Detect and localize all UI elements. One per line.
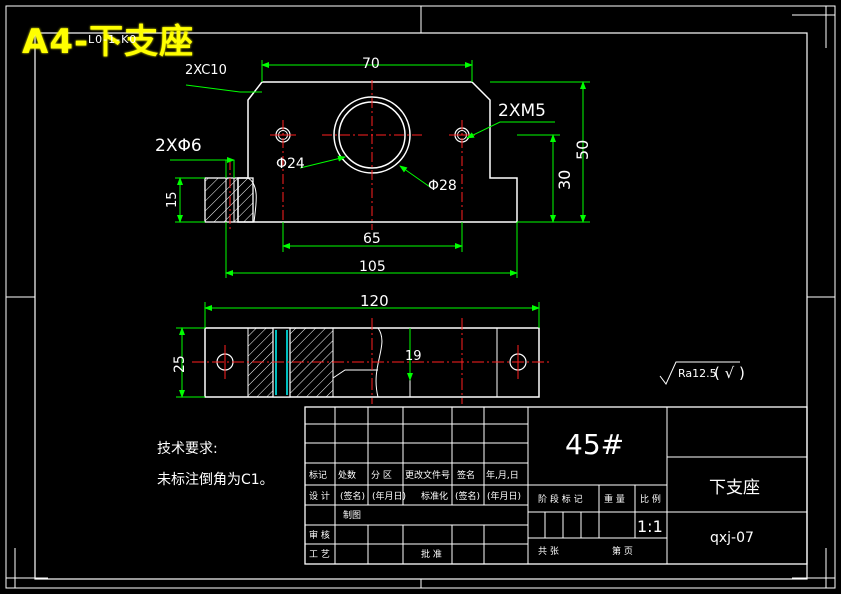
notes-line1: 未标注倒角为C1。 xyxy=(157,472,274,488)
dim-holes: 2XΦ6 xyxy=(155,136,202,156)
label-doc: 更改文件号 xyxy=(405,469,450,481)
label-design: 设 计 xyxy=(309,490,330,502)
dim-plan-width: 120 xyxy=(360,292,389,310)
label-date: 年,月,日 xyxy=(486,469,519,481)
dim-height-bore: 30 xyxy=(555,170,574,190)
top-dimensions xyxy=(176,302,540,398)
label-sign: 签名 xyxy=(457,469,475,481)
sheet-title: A4-下支座 L0-1-K0 xyxy=(22,22,194,62)
roughness-paren: ( √ ) xyxy=(714,364,745,382)
dim-threads: 2XM5 xyxy=(498,101,546,121)
sheet-title-overlap: L0-1-K0 xyxy=(88,33,138,46)
label-zone: 分 区 xyxy=(371,470,392,481)
dim-plan-slot: 19 xyxy=(405,349,422,364)
dim-height-foot: 15 xyxy=(165,191,180,208)
front-dim-text: 70 2XC10 2XM5 2XΦ6 Φ24 Φ28 65 105 50 30 … xyxy=(155,56,592,275)
scale-value: 1:1 xyxy=(637,517,663,536)
dim-base-width: 105 xyxy=(359,259,386,275)
dim-height-total: 50 xyxy=(573,140,592,160)
dim-top-width: 70 xyxy=(362,56,380,72)
label-scale: 比 例 xyxy=(640,493,661,505)
label-draw: 制图 xyxy=(343,509,361,521)
dim-dia-inner: Φ24 xyxy=(276,156,305,172)
label-std-sign: (签名) xyxy=(455,490,480,502)
label-process: 工 艺 xyxy=(309,549,330,560)
dim-chamfer: 2XC10 xyxy=(185,63,227,78)
dim-hole-spacing: 65 xyxy=(363,231,381,247)
label-mark: 标记 xyxy=(309,469,327,481)
foot-section-hatch xyxy=(204,177,254,223)
label-weight: 重 量 xyxy=(604,493,625,505)
label-count: 处数 xyxy=(338,469,356,481)
roughness-symbol: Ra12.5 ( √ ) xyxy=(659,361,745,385)
label-approve: 批 准 xyxy=(421,548,442,560)
label-design-date: (年月日) xyxy=(372,490,406,502)
dim-dia-outer: Φ28 xyxy=(428,178,457,194)
label-stage: 阶 段 标 记 xyxy=(538,493,583,505)
slot-break xyxy=(375,327,383,398)
part-name: 下支座 xyxy=(709,478,760,498)
drawing-no: qxj-07 xyxy=(710,530,754,546)
front-dimensions xyxy=(170,60,590,278)
top-dim-text: 120 25 19 xyxy=(172,292,422,373)
slot-outline xyxy=(332,369,378,397)
label-total: 共 张 xyxy=(538,546,559,557)
top-view xyxy=(192,318,552,404)
material: 45# xyxy=(565,428,624,461)
label-page: 第 页 xyxy=(612,545,633,557)
roughness-value: Ra12.5 xyxy=(678,367,717,380)
label-standard: 标准化 xyxy=(421,490,448,502)
sheet-title-text: A4-下支座 xyxy=(22,22,195,62)
label-review: 审 核 xyxy=(309,529,330,541)
label-std-date: (年月日) xyxy=(487,490,521,502)
notes-heading: 技术要求: xyxy=(157,441,218,457)
front-view xyxy=(204,80,518,230)
title-block xyxy=(304,406,808,565)
dim-plan-depth: 25 xyxy=(172,355,188,373)
label-design-sign: (签名) xyxy=(340,490,365,502)
title-block-text: 45# 下支座 qxj-07 1:1 标记 处数 分 区 更改文件号 签名 年,… xyxy=(309,428,760,560)
